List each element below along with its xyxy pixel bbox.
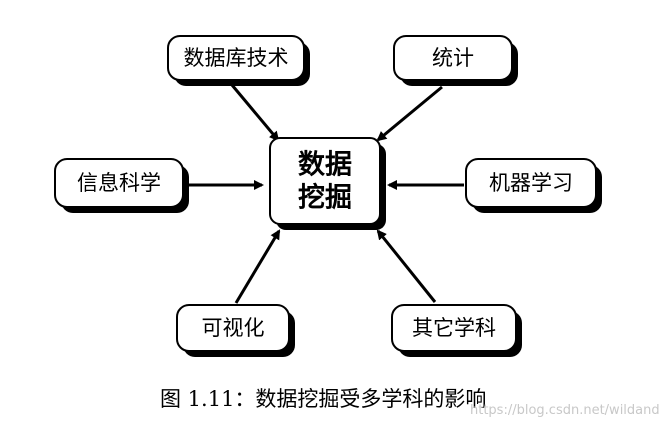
arrows: [187, 84, 464, 304]
node-information-science: 信息科学: [54, 158, 189, 213]
arrow-other-disciplines-to-center: [376, 229, 437, 303]
node-other-disciplines: 其它学科: [391, 304, 522, 357]
node-label: 可视化: [202, 316, 265, 340]
node-visualization: 可视化: [176, 304, 295, 357]
node-label: 数据库技术: [184, 46, 289, 70]
arrow-visualization-to-center: [234, 229, 281, 304]
node-database-technology: 数据库技术: [167, 35, 310, 86]
node-label: 机器学习: [489, 171, 573, 195]
watermark-url: https://blog.csdn.net/wildand: [470, 403, 660, 418]
node-label: 信息科学: [77, 171, 161, 195]
figure-caption: 图 1.11：数据挖掘受多学科的影响: [160, 387, 486, 411]
center-node: 数据 挖掘: [269, 137, 386, 230]
center-label-line1: 数据: [298, 150, 352, 181]
center-label-line2: 挖掘: [298, 182, 352, 214]
node-label: 其它学科: [412, 316, 496, 340]
node-label: 统计: [432, 46, 474, 70]
arrow-statistics-to-center: [376, 85, 443, 142]
arrow-database-to-center: [230, 84, 280, 142]
node-machine-learning: 机器学习: [465, 158, 602, 213]
node-statistics: 统计: [393, 35, 518, 86]
